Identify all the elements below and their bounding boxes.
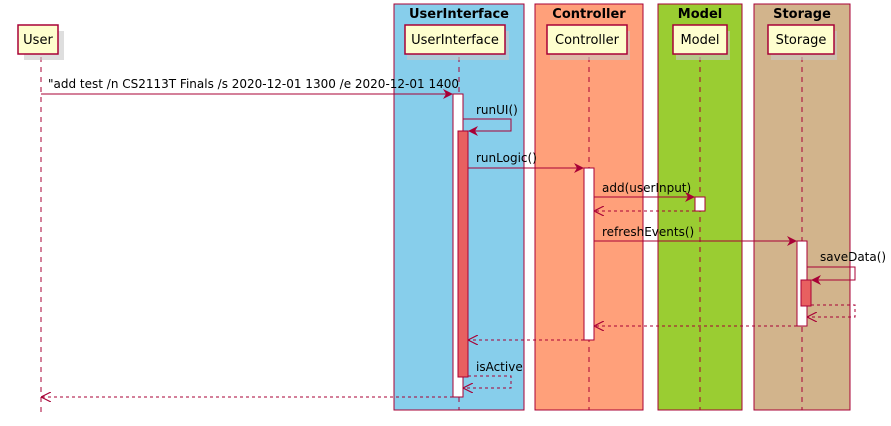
activation-storage-nested	[800, 279, 812, 307]
message-label-refresh-events: refreshEvents()	[602, 225, 694, 239]
participant-label-user: User	[23, 33, 53, 48]
participant-storage: Storage	[767, 24, 837, 60]
message-label-add-user-input: add(userInput)	[602, 181, 691, 195]
participant-user: User	[17, 24, 64, 60]
message-run-logic: runLogic()	[468, 151, 584, 173]
box-title-model: Model	[678, 7, 722, 22]
participant-controller: Controller	[546, 24, 630, 60]
message-add-command: "add test /n CS2113T Finals /s 2020-12-0…	[41, 77, 459, 99]
message-is-active: isActive	[464, 360, 523, 388]
message-label-save-data: saveData()	[820, 250, 886, 264]
participant-ui: UserInterface	[404, 24, 509, 60]
activation-controller	[583, 167, 595, 341]
message-label-run-logic: runLogic()	[476, 151, 537, 165]
activation-model	[694, 196, 706, 212]
message-add-user-input: add(userInput)	[594, 181, 695, 202]
message-run-ui: runUI()	[463, 103, 518, 136]
participant-label-controller: Controller	[555, 33, 620, 48]
participant-model: Model	[672, 24, 730, 60]
participant-label-ui: UserInterface	[411, 33, 499, 48]
box-title-storage: Storage	[773, 7, 831, 22]
participant-label-storage: Storage	[776, 33, 827, 48]
message-label-run-ui: runUI()	[476, 103, 518, 117]
activation-ui-nested	[457, 130, 469, 378]
message-label-add-command: "add test /n CS2113T Finals /s 2020-12-0…	[48, 77, 459, 91]
message-return-save-data	[808, 304, 856, 317]
box-title-controller: Controller	[552, 7, 626, 22]
participant-label-model: Model	[680, 33, 719, 48]
message-refresh-events: refreshEvents()	[594, 225, 797, 246]
box-title-ui: UserInterface	[409, 7, 509, 22]
message-save-data: saveData()	[807, 250, 886, 285]
message-label-is-active: isActive	[476, 360, 523, 374]
